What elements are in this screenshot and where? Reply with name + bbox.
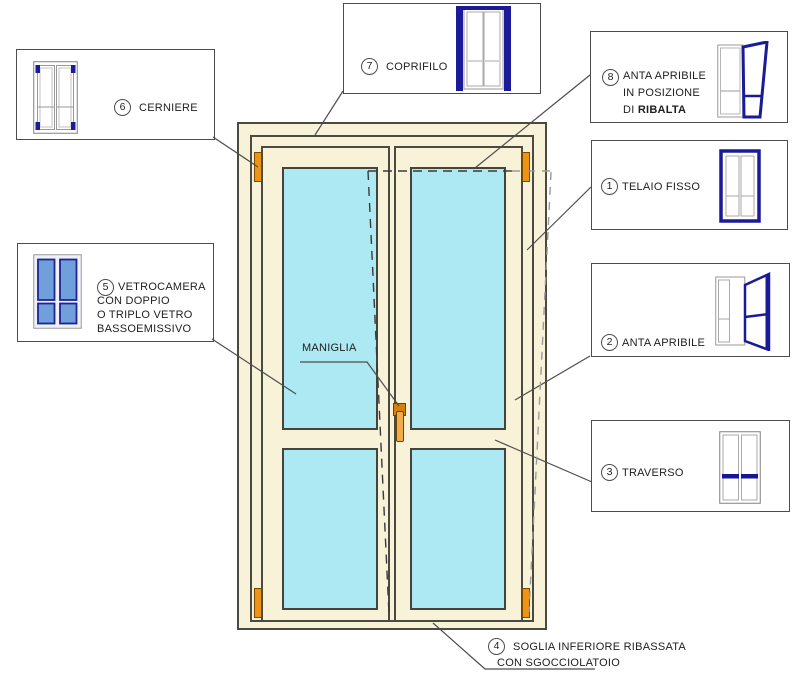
trim-bars xyxy=(456,6,511,91)
number-badge-8: 8 xyxy=(602,69,619,86)
callout-coprifilo: 7 COPRIFILO xyxy=(343,3,541,94)
label-soglia-line2: CON SGOCCIOLATOIO xyxy=(497,657,621,669)
glass-pane-left-upper xyxy=(282,167,378,430)
hinge-top-right xyxy=(522,152,530,182)
hinge-marks xyxy=(35,65,76,130)
callout-vetrocamera: 5 VETROCAMERA CON DOPPIO O TRIPLO VETRO … xyxy=(17,243,214,342)
label-cerniere: CERNIERE xyxy=(139,102,198,114)
glass-pane-right-lower xyxy=(410,448,506,610)
number-badge-2: 2 xyxy=(601,334,618,351)
open-sash-door-icon xyxy=(715,272,771,351)
glass-pane-left-lower xyxy=(282,448,378,610)
hinges-door-icon xyxy=(33,61,78,134)
label-line-bold: RIBALTA xyxy=(637,104,687,116)
label-coprifilo: COPRIFILO xyxy=(386,61,448,73)
callout-telaio-fisso: 1 TELAIO FISSO xyxy=(591,140,788,230)
number-badge-7: 7 xyxy=(361,58,378,75)
hinge-bottom-right xyxy=(522,588,530,618)
number-badge-5: 5 xyxy=(97,279,114,296)
label-vetrocamera-line3: O TRIPLO VETRO xyxy=(97,309,193,321)
hinge-top-left xyxy=(254,152,262,182)
callout-traverso: 3 TRAVERSO xyxy=(591,420,790,512)
fixed-frame-door-icon xyxy=(719,149,761,223)
label-line: IN POSIZIONE xyxy=(623,87,700,99)
label-telaio-fisso: TELAIO FISSO xyxy=(622,181,701,193)
label-vetrocamera-line2: CON DOPPIO xyxy=(97,295,170,307)
callout-anta-ribalta: 8 ANTA APRIBILE IN POSIZIONE DI RIBALTA xyxy=(590,31,788,123)
label-maniglia: MANIGLIA xyxy=(302,342,357,354)
tilt-sash-door-icon xyxy=(717,41,769,119)
label-anta-apribile: ANTA APRIBILE xyxy=(622,337,706,349)
label-soglia-line1: SOGLIA INFERIORE RIBASSATA xyxy=(513,641,686,653)
handle-lever xyxy=(396,411,404,442)
trim-door-icon xyxy=(456,6,511,91)
label-vetrocamera-line1: VETROCAMERA xyxy=(118,281,206,293)
number-badge-6: 6 xyxy=(114,99,131,116)
door-sash-right xyxy=(394,146,523,622)
glazing-door-icon xyxy=(33,254,82,329)
transom-door-icon xyxy=(719,431,761,504)
label-anta-ribalta: ANTA APRIBILE IN POSIZIONE DI RIBALTA xyxy=(623,68,706,119)
glass-pane-right-upper xyxy=(410,167,506,430)
number-badge-3: 3 xyxy=(601,464,618,481)
label-line: ANTA APRIBILE xyxy=(623,70,707,82)
number-badge-1: 1 xyxy=(601,178,618,195)
label-vetrocamera-line4: BASSOEMISSIVO xyxy=(97,323,192,335)
label-line: DI xyxy=(623,104,638,116)
glass-panes xyxy=(37,258,78,325)
number-badge-4: 4 xyxy=(488,638,505,655)
door-sash-left xyxy=(261,146,390,622)
callout-cerniere: 6 CERNIERE xyxy=(16,49,215,140)
label-traverso: TRAVERSO xyxy=(622,467,684,479)
hinge-bottom-left xyxy=(254,588,262,618)
callout-anta-apribile: 2 ANTA APRIBILE xyxy=(591,263,790,357)
